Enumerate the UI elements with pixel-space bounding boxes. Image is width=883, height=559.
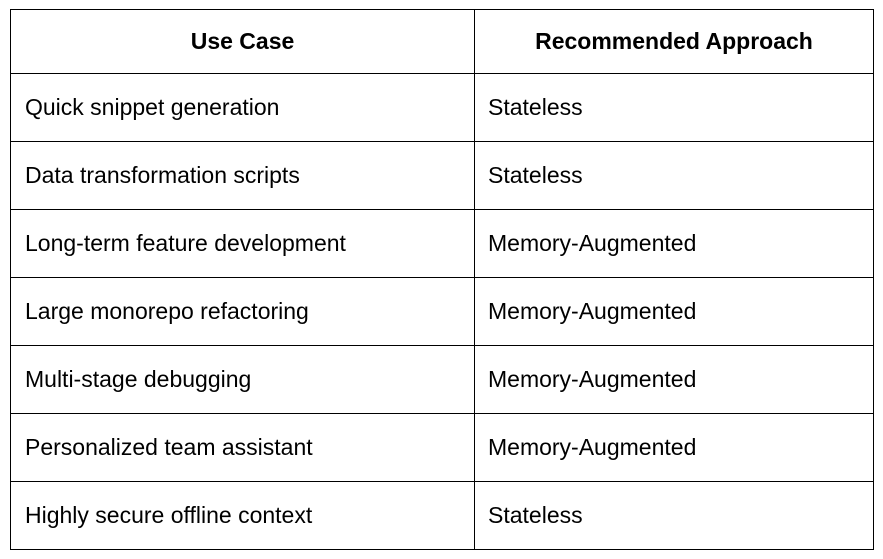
table-row: Quick snippet generation Stateless (10, 73, 874, 142)
header-use-case: Use Case (10, 9, 475, 74)
approach-cell: Stateless (474, 73, 874, 142)
use-case-cell: Quick snippet generation (10, 73, 475, 142)
table-row: Multi-stage debugging Memory-Augmented (10, 345, 874, 414)
approach-cell: Memory-Augmented (474, 209, 874, 278)
use-case-cell: Data transformation scripts (10, 141, 475, 210)
header-recommended-approach: Recommended Approach (474, 9, 874, 74)
approach-cell: Memory-Augmented (474, 345, 874, 414)
use-case-table: Use Case Recommended Approach Quick snip… (10, 9, 874, 550)
table-row: Personalized team assistant Memory-Augme… (10, 413, 874, 482)
use-case-table-container: Use Case Recommended Approach Quick snip… (10, 9, 874, 550)
approach-cell: Stateless (474, 141, 874, 210)
table-row: Highly secure offline context Stateless (10, 481, 874, 550)
use-case-cell: Multi-stage debugging (10, 345, 475, 414)
use-case-cell: Highly secure offline context (10, 481, 475, 550)
table-row: Long-term feature development Memory-Aug… (10, 209, 874, 278)
approach-cell: Stateless (474, 481, 874, 550)
table-row: Large monorepo refactoring Memory-Augmen… (10, 277, 874, 346)
approach-cell: Memory-Augmented (474, 413, 874, 482)
table-header-row: Use Case Recommended Approach (10, 9, 874, 74)
use-case-cell: Long-term feature development (10, 209, 475, 278)
table-row: Data transformation scripts Stateless (10, 141, 874, 210)
use-case-cell: Large monorepo refactoring (10, 277, 475, 346)
use-case-cell: Personalized team assistant (10, 413, 475, 482)
approach-cell: Memory-Augmented (474, 277, 874, 346)
